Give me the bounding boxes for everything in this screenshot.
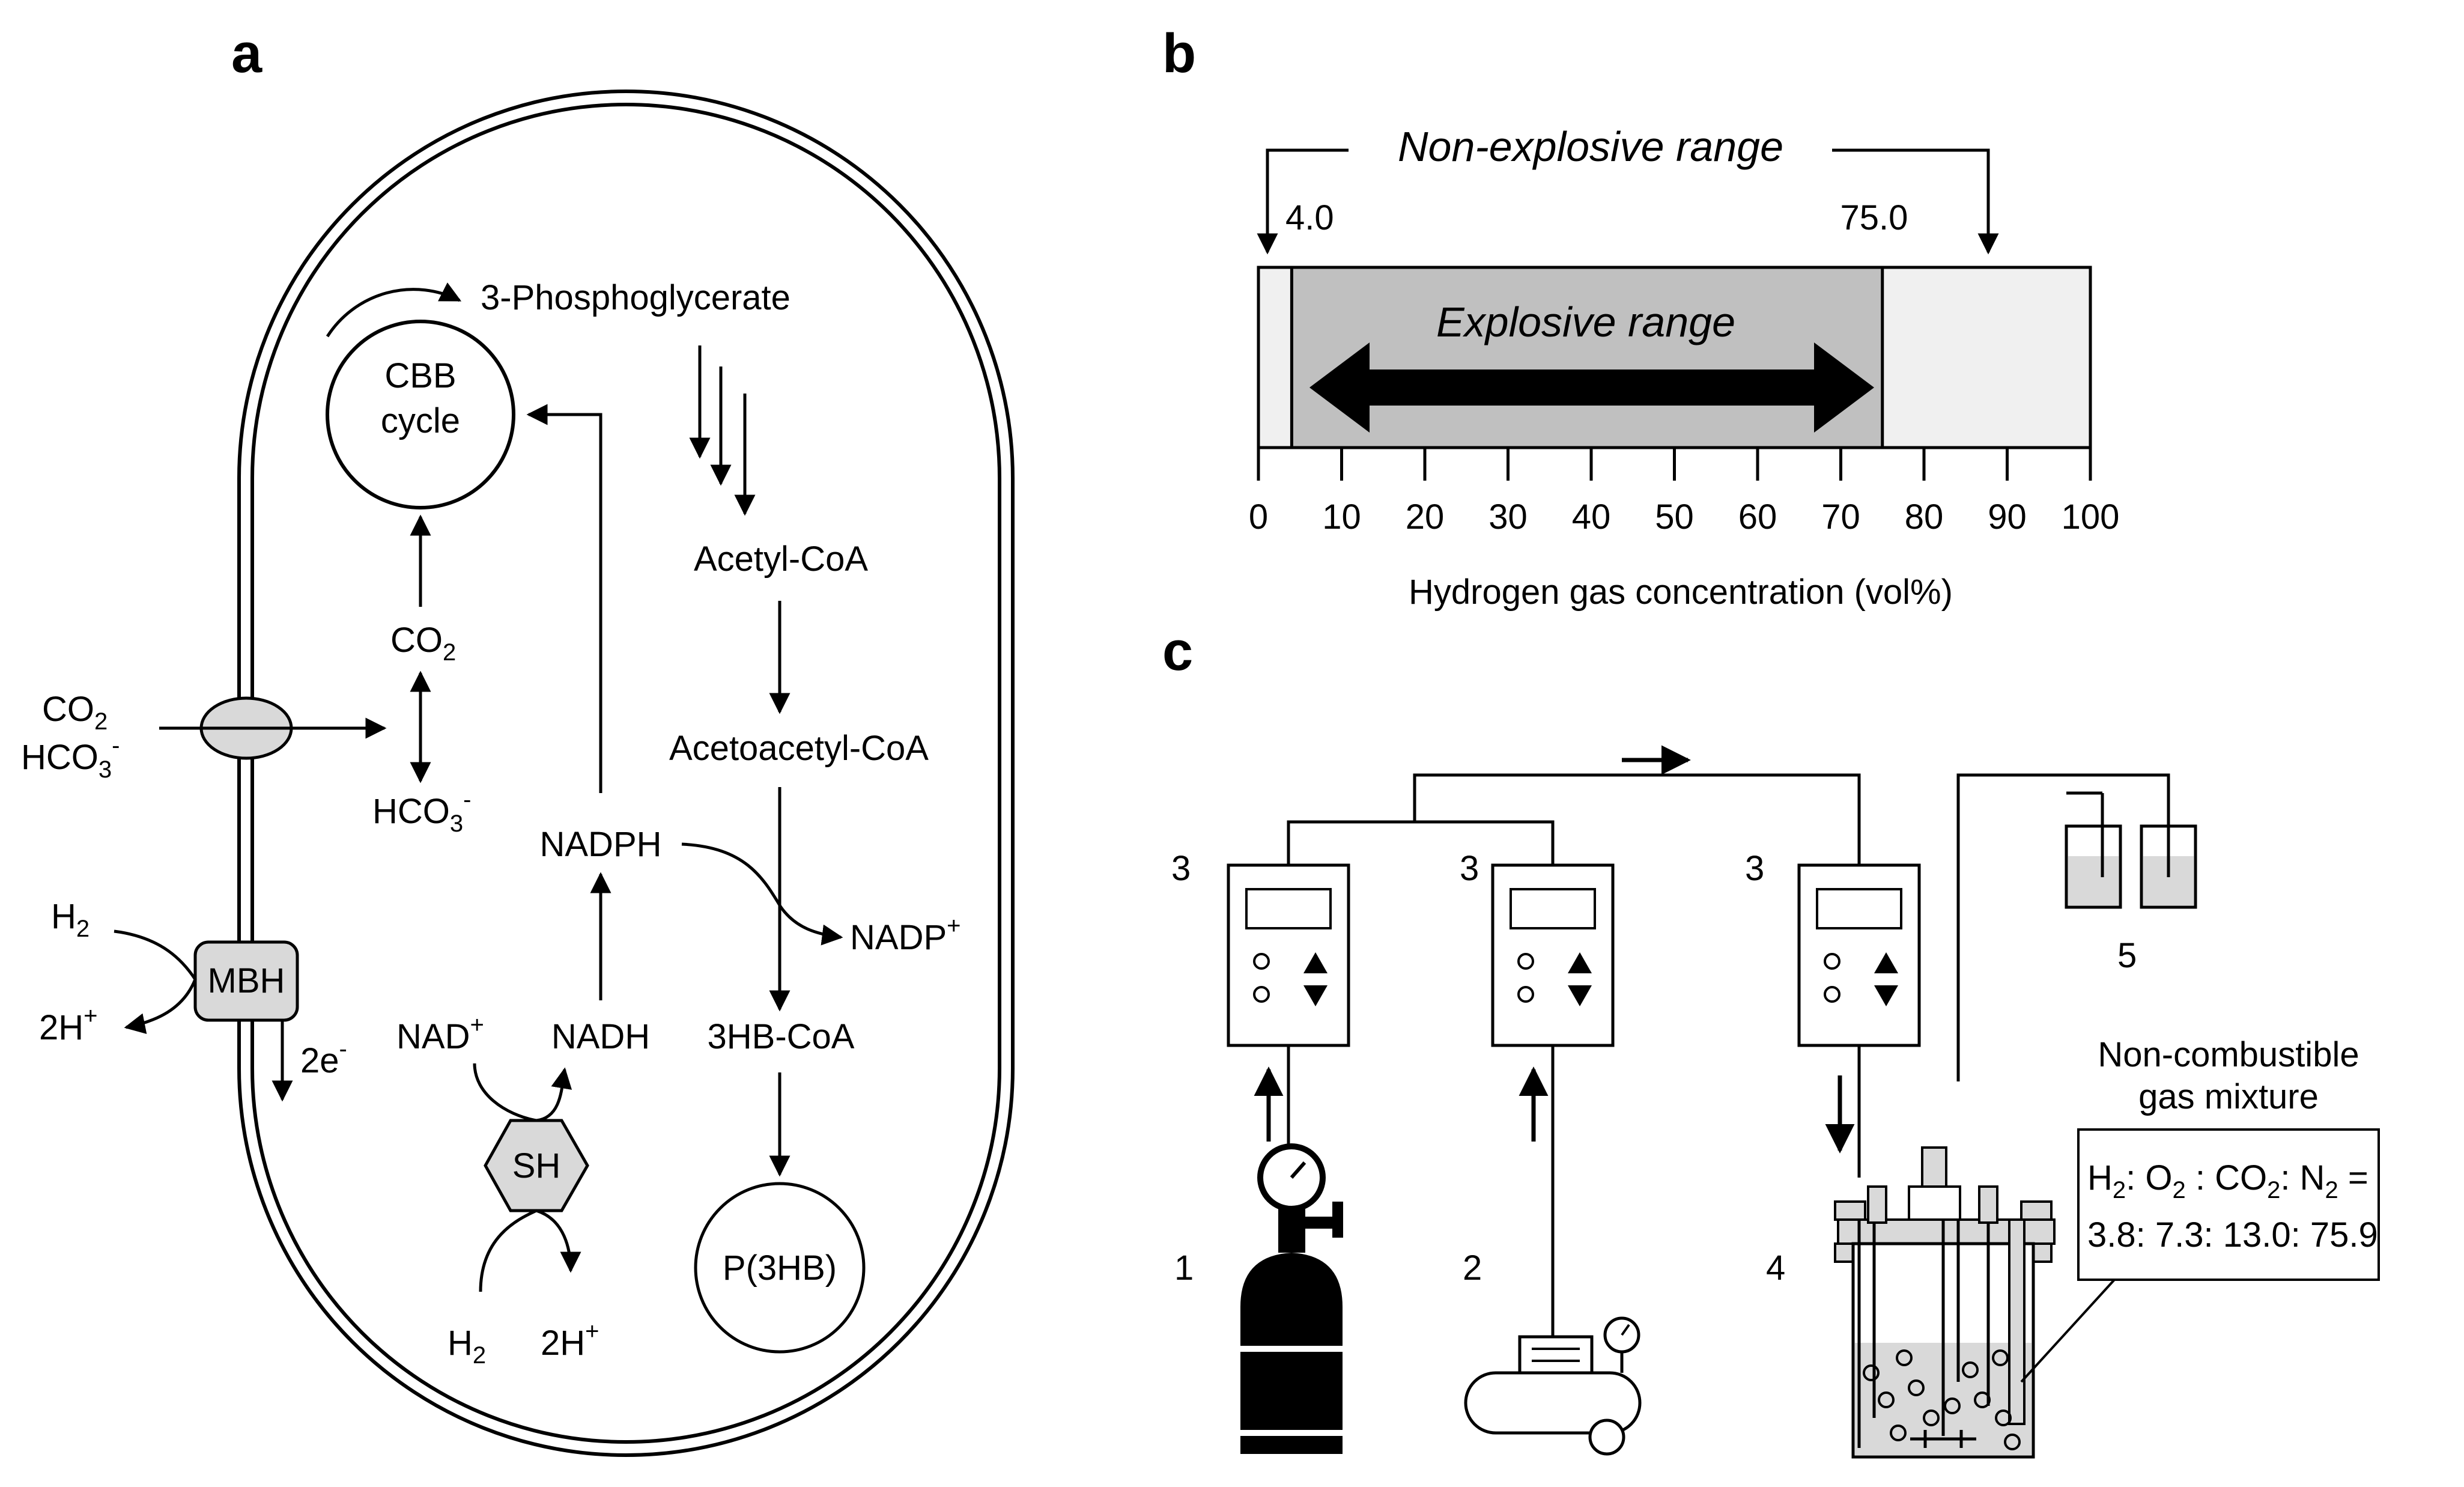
nad-reduction-arrow bbox=[473, 1063, 572, 1122]
nadph-label: NADPH bbox=[539, 825, 661, 864]
bioreactor-vessel bbox=[1834, 1146, 2056, 1459]
explosive-range-double-arrow bbox=[1309, 342, 1874, 433]
hb-coa-label: 3HB-CoA bbox=[708, 1017, 855, 1056]
x-axis-ticks: 0 10 20 30 40 50 60 70 80 90 100 bbox=[1249, 448, 2120, 537]
label-2: 2 bbox=[1463, 1248, 1482, 1288]
twoh-left-label: 2H+ bbox=[39, 1003, 98, 1047]
mbh-h2-oxidation-arrow bbox=[114, 929, 197, 1034]
p3hb-label: P(3HB) bbox=[723, 1248, 837, 1288]
air-compressor bbox=[1464, 1316, 1642, 1456]
x-tick-label: 100 bbox=[2062, 497, 2120, 537]
composition-pointer-line bbox=[2020, 1279, 2116, 1383]
x-tick-label: 10 bbox=[1322, 497, 1361, 537]
sh-hydrogenase bbox=[484, 1119, 589, 1212]
acetoacetyl-coa-label: Acetoacetyl-CoA bbox=[669, 729, 929, 768]
mass-flow-controller-1 bbox=[1227, 863, 1350, 1047]
gas-line-to-controller-3 bbox=[1413, 773, 1861, 865]
panel-c-setup-diagram: 3 3 3 1 bbox=[1171, 745, 2380, 1459]
upper-limit-label: 75.0 bbox=[1840, 198, 1908, 237]
exhaust-gas-bottles bbox=[2065, 791, 2197, 909]
twoh-bottom-label: 2H+ bbox=[541, 1318, 599, 1363]
nadph-to-cbb-arrow bbox=[526, 404, 602, 793]
cbb-cycle-arrow bbox=[326, 282, 462, 338]
hco3-inner-label: HCO3- bbox=[372, 786, 471, 837]
panel-a-cell-diagram: CBB cycle 3-Phosphoglycerate Acetyl-CoA … bbox=[21, 90, 1015, 1457]
non-explosive-range-label: Non-explosive range bbox=[1398, 123, 1783, 170]
h2-left-label: H2 bbox=[51, 897, 90, 942]
co2-outer-label: CO2 bbox=[42, 690, 108, 735]
x-tick-label: 40 bbox=[1572, 497, 1611, 537]
cell-outer-membrane bbox=[237, 90, 1015, 1457]
panel-label-c: c bbox=[1162, 621, 1193, 682]
gas-line-merge-1-2 bbox=[1287, 820, 1555, 865]
mbh-label: MBH bbox=[208, 961, 285, 1000]
cbb-cycle-label-1: CBB bbox=[384, 356, 456, 395]
acetyl-coa-label: Acetyl-CoA bbox=[694, 540, 868, 579]
lower-limit-label: 4.0 bbox=[1285, 198, 1334, 237]
label-5: 5 bbox=[2117, 936, 2137, 975]
label-3-second: 3 bbox=[1460, 849, 1479, 888]
mass-flow-controller-3 bbox=[1797, 863, 1921, 1047]
x-tick-label: 30 bbox=[1488, 497, 1528, 537]
explosive-range-label: Explosive range bbox=[1436, 299, 1735, 345]
x-tick-label: 80 bbox=[1905, 497, 1944, 537]
two-e-label: 2e- bbox=[300, 1036, 347, 1080]
phosphoglycerate-label: 3-Phosphoglycerate bbox=[481, 278, 790, 317]
label-3-third: 3 bbox=[1745, 849, 1764, 888]
h2-bottom-label: H2 bbox=[448, 1324, 486, 1369]
x-tick-label: 90 bbox=[1988, 497, 2027, 537]
sh-h2-oxidation-arrow bbox=[479, 1209, 581, 1292]
panel-label-b: b bbox=[1162, 23, 1196, 84]
x-axis-title: Hydrogen gas concentration (vol%) bbox=[1409, 573, 1953, 612]
cell-inner-membrane bbox=[250, 103, 1001, 1444]
gas-composition-box bbox=[2077, 1128, 2380, 1281]
mass-flow-controller-2 bbox=[1491, 863, 1615, 1047]
label-1: 1 bbox=[1174, 1248, 1194, 1288]
nadp-label: NADP+ bbox=[850, 913, 961, 957]
composition-line-2: 3.8: 7.3: 13.0: 75.9 bbox=[2087, 1215, 2378, 1254]
x-tick-label: 60 bbox=[1738, 497, 1777, 537]
cbb-cycle-label-2: cycle bbox=[381, 401, 460, 440]
x-tick-label: 0 bbox=[1249, 497, 1268, 537]
hco3-outer-label: HCO3- bbox=[21, 732, 120, 783]
x-tick-label: 20 bbox=[1406, 497, 1445, 537]
panel-label-a: a bbox=[231, 23, 262, 84]
nadh-label: NADH bbox=[551, 1017, 650, 1056]
exhaust-line bbox=[1956, 773, 2170, 1081]
mixture-label-line-1: Non-combustible bbox=[2098, 1035, 2359, 1074]
sh-label: SH bbox=[512, 1146, 561, 1185]
explosive-range-region bbox=[1290, 266, 1884, 449]
x-tick-label: 70 bbox=[1821, 497, 1860, 537]
panel-b-explosive-range-chart: Explosive range Non-explosive range 4.0 … bbox=[1249, 123, 2120, 612]
co2-inner-label: CO2 bbox=[390, 621, 456, 666]
non-explosive-bracket-right bbox=[1832, 148, 1999, 255]
nadph-consumption-arrow bbox=[681, 842, 843, 946]
hydrogen-gas-cylinder bbox=[1240, 1143, 1343, 1454]
p3hb-granule bbox=[694, 1182, 866, 1354]
non-explosive-bracket-left bbox=[1257, 148, 1349, 255]
nad-label: NAD+ bbox=[396, 1012, 484, 1056]
composition-line-1: H2: O2 : CO2: N2 = bbox=[2087, 1158, 2368, 1203]
label-3-first: 3 bbox=[1171, 849, 1191, 888]
label-4: 4 bbox=[1766, 1248, 1785, 1288]
cbb-cycle-circle bbox=[326, 320, 515, 509]
x-tick-label: 50 bbox=[1655, 497, 1694, 537]
mixture-label-line-2: gas mixture bbox=[2138, 1077, 2319, 1116]
